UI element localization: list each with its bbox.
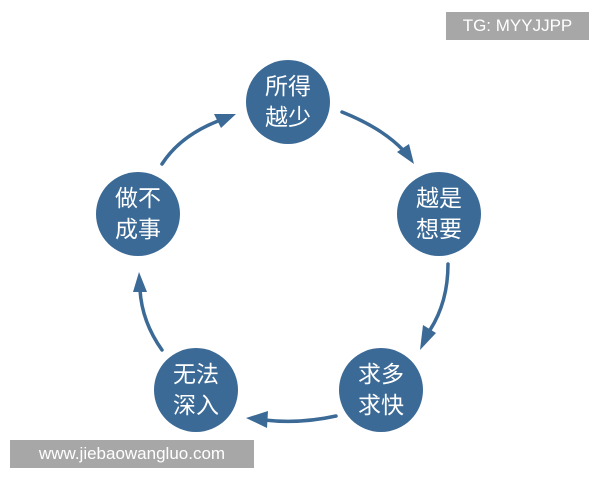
arrow-bottom-right-to-bottom-left [246, 411, 338, 428]
node-bottom-left: 无法 深入 [154, 348, 238, 432]
arrow-top-to-right [340, 110, 414, 164]
node-label-line1: 无法 [173, 362, 219, 388]
arrow-bottom-left-to-left [133, 272, 164, 352]
node-top: 所得 越少 [246, 60, 330, 144]
watermark-bottom-left: www.jiebaowangluo.com [10, 440, 254, 468]
arrow-left-to-top [160, 114, 236, 166]
node-circle [96, 172, 180, 256]
arrow-right-to-bottom-right [420, 262, 450, 350]
node-label-line2: 求快 [358, 393, 404, 419]
node-label-line1: 所得 [265, 74, 311, 100]
node-circle [339, 348, 423, 432]
node-right: 越是 想要 [397, 172, 481, 256]
node-circle [154, 348, 238, 432]
node-circle [246, 60, 330, 144]
node-label-line1: 做不 [115, 186, 161, 212]
node-label-line2: 成事 [115, 217, 161, 243]
node-label-line1: 求多 [358, 362, 404, 388]
node-bottom-right: 求多 求快 [339, 348, 423, 432]
node-label-line1: 越是 [416, 186, 462, 212]
node-label-line2: 想要 [416, 217, 462, 243]
node-left: 做不 成事 [96, 172, 180, 256]
watermark-top-right: TG: MYYJJPP [446, 12, 589, 40]
arrows [133, 110, 450, 428]
node-label-line2: 深入 [173, 393, 219, 419]
node-circle [397, 172, 481, 256]
node-label-line2: 越少 [265, 105, 311, 131]
